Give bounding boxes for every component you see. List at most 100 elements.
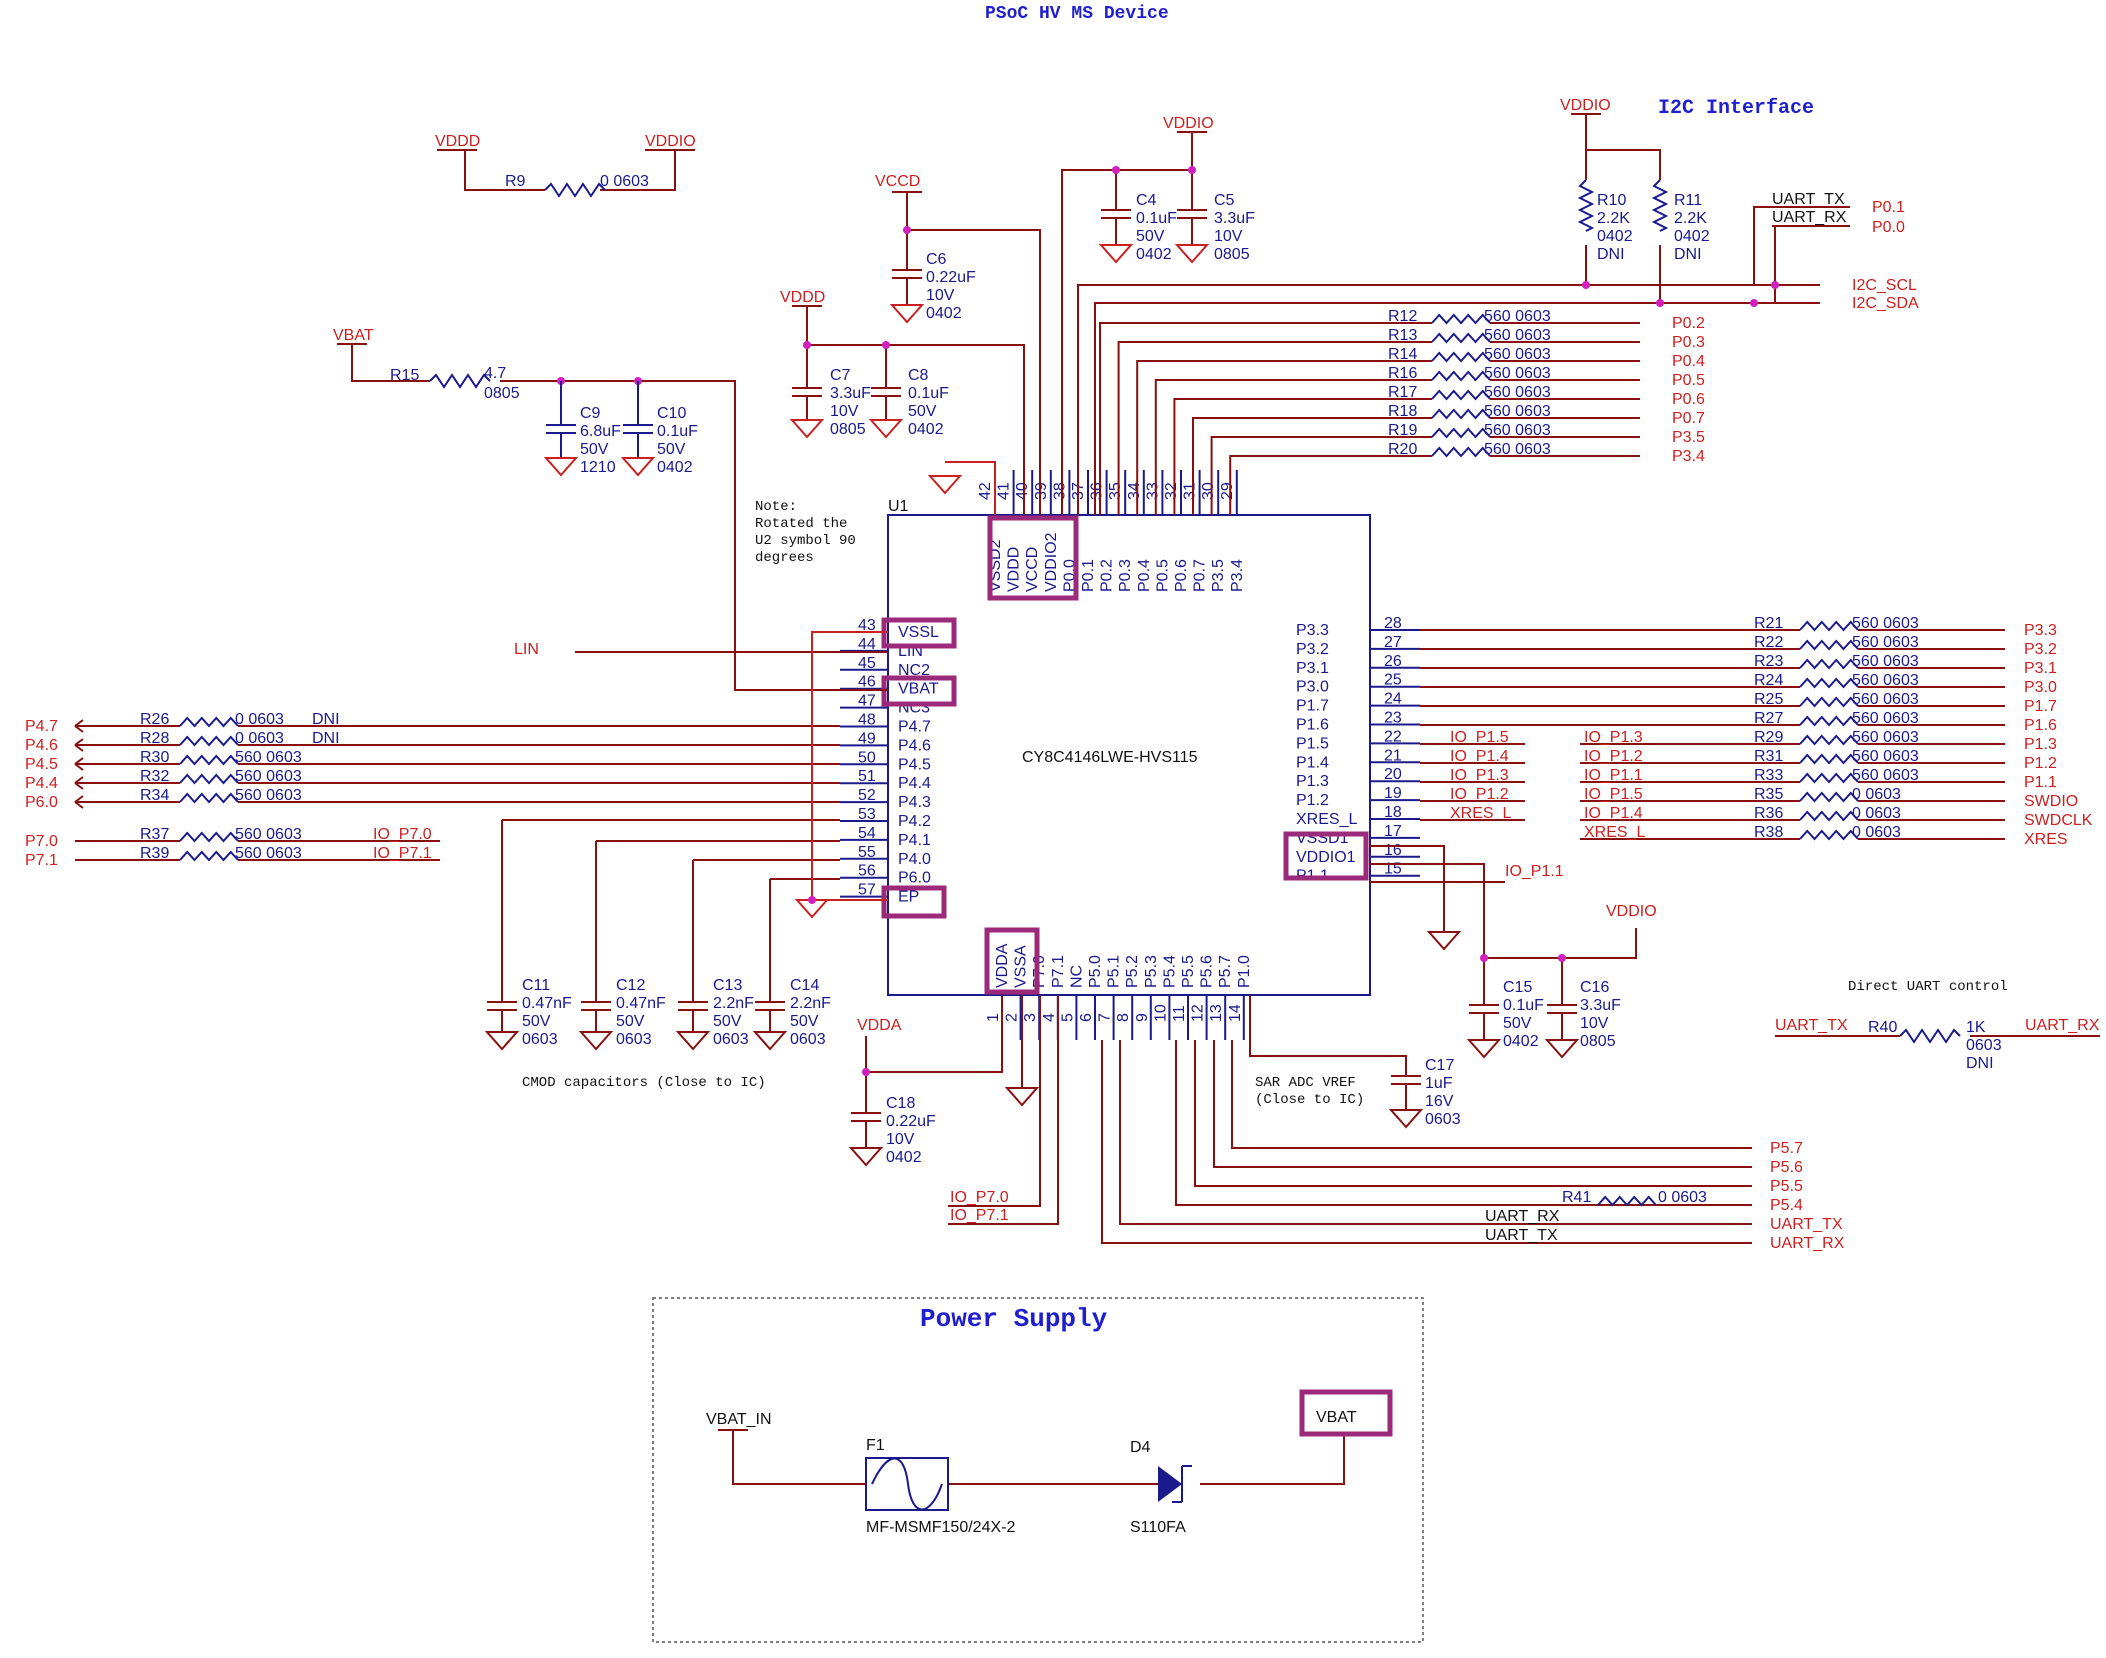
right-res-ref: R33 (1754, 767, 1783, 784)
top-pin-name: P0.2 (1099, 559, 1116, 592)
left-res-value: 560 0603 (235, 749, 302, 766)
top-pin-num: 31 (1182, 482, 1199, 500)
diode-ref: D4 (1130, 1439, 1151, 1456)
right-res-value: 560 0603 (1852, 729, 1919, 746)
cmod-capacitors: C110.47nF50V0603C120.47nF50V0603C132.2nF… (484, 819, 840, 1051)
left-res-ref: R30 (140, 749, 169, 766)
bottom-inner-net: UART_RX (1485, 1208, 1560, 1225)
top-res-value: 560 0603 (1484, 327, 1551, 344)
r10-label: DNI (1597, 246, 1625, 263)
right-pin-num: 21 (1384, 747, 1402, 764)
left-pin-num: 47 (858, 693, 876, 710)
i2c-title: I2C Interface (1658, 97, 1814, 120)
top-res-ref: R18 (1388, 403, 1417, 420)
left-res-dni: DNI (312, 730, 340, 747)
vddio-caps: VDDIO (1061, 115, 1214, 515)
highlight-vdda-vssa (984, 927, 1040, 995)
ic-ref: U1 (888, 498, 909, 515)
c8-label: 0402 (908, 421, 944, 438)
ic-right-pins: 28P3.327P3.226P3.125P3.024P1.723P1.622P1… (1296, 615, 1420, 885)
part-labels: C40.1uF50V0402C53.3uF10V0805C60.22uF10V0… (580, 192, 1710, 1166)
right-res-value: 0 0603 (1852, 786, 1901, 803)
right-res-io: IO_P1.1 (1584, 767, 1643, 784)
top-pin-name: P0.4 (1136, 559, 1153, 592)
right-res-port: SWDCLK (2024, 812, 2093, 829)
right-res-value: 560 0603 (1852, 615, 1919, 632)
fuse-part: MF-MSMF150/24X-2 (866, 1519, 1015, 1536)
bottom-pin-name: VDDA (994, 943, 1011, 988)
left-pin-num: 51 (858, 768, 876, 785)
r15-value: 4.7 (484, 365, 506, 382)
right-res-value: 560 0603 (1852, 672, 1919, 689)
c15-label: 50V (1503, 1015, 1532, 1032)
cmod-voltage: 50V (713, 1013, 742, 1030)
vbat-out-label: VBAT (1316, 1409, 1357, 1426)
left-res-ref: R28 (140, 730, 169, 747)
i2c-pullups: VDDIO (1077, 97, 1850, 515)
bottom-pin-num: 11 (1171, 1005, 1188, 1022)
left-pin-name: P4.2 (898, 813, 931, 830)
io-p70-label: IO_P7.0 (950, 1189, 1009, 1206)
left-pin-name: P4.7 (898, 719, 931, 736)
right-res-ref: R35 (1754, 786, 1783, 803)
left-res-port: P4.6 (25, 737, 58, 754)
fuse-ref: F1 (866, 1437, 885, 1454)
p00-port: P0.0 (1872, 219, 1905, 236)
power-supply-title: Power Supply (920, 1304, 1108, 1334)
diode-icon (1158, 1466, 1182, 1502)
cmod-ref: C14 (790, 977, 819, 994)
cmod-voltage: 50V (616, 1013, 645, 1030)
top-res-ref: R14 (1388, 346, 1417, 363)
top-pin-name: P0.7 (1192, 559, 1209, 592)
right-res-port: P1.7 (2024, 698, 2057, 715)
top-pin-name: P3.5 (1210, 559, 1227, 592)
right-pin-num: 22 (1384, 728, 1402, 745)
io-p71-label: IO_P7.1 (950, 1207, 1009, 1224)
cmod-value: 2.2nF (713, 995, 754, 1012)
bottom-pin-num: 1 (985, 1013, 1002, 1022)
left-res-port: P4.5 (25, 756, 58, 773)
left-res2-ref: R39 (140, 845, 169, 862)
highlight-vssd1-vddio1 (1283, 831, 1369, 881)
right-res-port: XRES (2024, 831, 2068, 848)
right-res-ref: R38 (1754, 824, 1783, 841)
left-pin-name: NC2 (898, 662, 930, 679)
left-pin-name: P4.4 (898, 775, 931, 792)
c9-label: C9 (580, 405, 601, 422)
r10-label: 2.2K (1597, 210, 1630, 227)
right-res-value: 560 0603 (1852, 634, 1919, 651)
top-pin-num: 42 (977, 482, 994, 500)
cmod-value: 0.47nF (522, 995, 572, 1012)
cmod-ref: C12 (616, 977, 645, 994)
ic-body (887, 514, 1371, 996)
right-io-net: IO_P1.4 (1450, 748, 1509, 765)
i2c-net-labels: UART_TX UART_RX P0.1 P0.0 I2C_SCL I2C_SD… (1772, 191, 1919, 312)
c10-label: 50V (657, 441, 686, 458)
c15-label: 0.1uF (1503, 997, 1544, 1014)
right-pin-name: P3.3 (1296, 622, 1329, 639)
top-res-port: P0.6 (1672, 391, 1705, 408)
r9-resistor: VDDD VDDIO R9 0 0603 (435, 133, 696, 198)
c10-label: 0402 (657, 459, 693, 476)
bottom-pin-num: 3 (1022, 1013, 1039, 1022)
left-res-value: 560 0603 (235, 768, 302, 785)
cmod-package: 0603 (522, 1031, 558, 1048)
right-io-net: IO_P1.2 (1450, 786, 1509, 803)
left-pin-name: P4.6 (898, 737, 931, 754)
i2c-sda-port: I2C_SDA (1852, 295, 1919, 312)
right-res-ref: R23 (1754, 653, 1783, 670)
fuse-f1 (865, 1457, 949, 1511)
top-res-port: P0.3 (1672, 334, 1705, 351)
note-sar: SAR ADC VREF(Close to IC) (1255, 1075, 1364, 1108)
top-pin-name: P0.6 (1173, 559, 1190, 592)
right-res-io: IO_P1.3 (1584, 729, 1643, 746)
bottom-pin-name: NC (1068, 965, 1085, 988)
top-res-ref: R12 (1388, 308, 1417, 325)
right-pin-num: 19 (1384, 785, 1402, 802)
top-pin-num: 34 (1126, 482, 1143, 500)
top-res-port: P0.4 (1672, 353, 1705, 370)
cmod-voltage: 50V (522, 1013, 551, 1030)
